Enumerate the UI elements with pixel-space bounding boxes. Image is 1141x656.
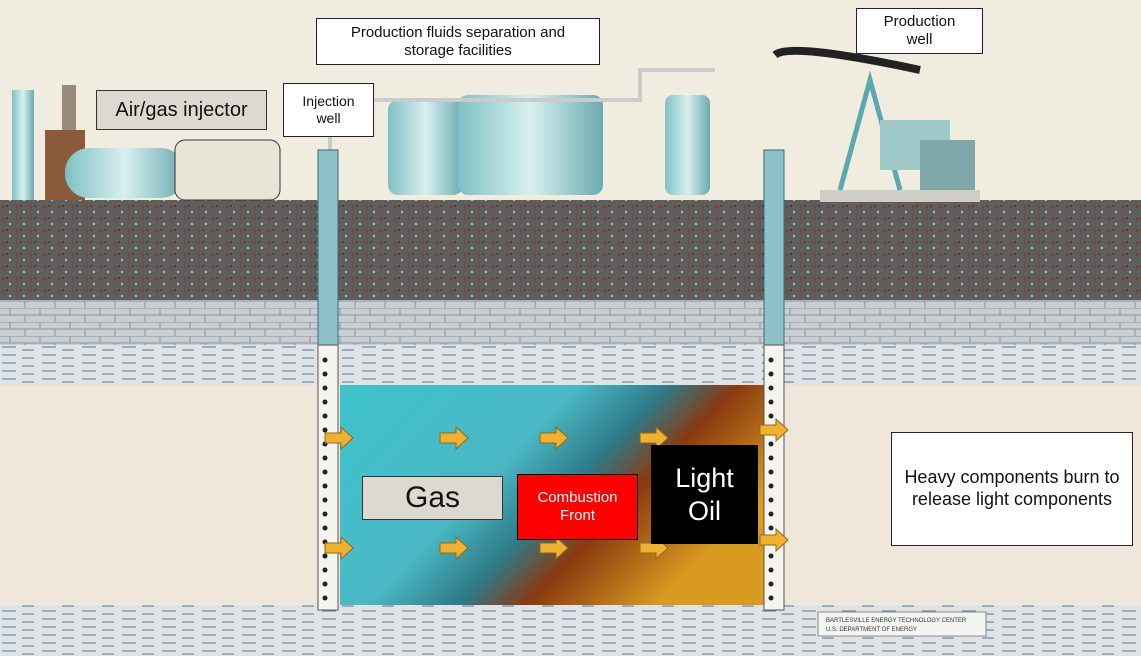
perforation xyxy=(322,581,328,587)
perforation xyxy=(768,455,774,461)
air-gas-injector-label: Air/gas injector xyxy=(96,90,267,130)
perforation xyxy=(768,511,774,517)
credit-line-1: BARTLESVILLE ENERGY TECHNOLOGY CENTER xyxy=(826,618,967,624)
perforation xyxy=(322,427,328,433)
flow-arrow-icon xyxy=(759,527,789,553)
perforation xyxy=(322,595,328,601)
perforation xyxy=(322,385,328,391)
perforation xyxy=(768,483,774,489)
perforation xyxy=(322,567,328,573)
perforation xyxy=(768,595,774,601)
perforation xyxy=(322,357,328,363)
gas-label: Gas xyxy=(362,476,503,520)
perforation xyxy=(322,399,328,405)
production-facilities-label: Production fluids separation and storage… xyxy=(316,18,600,65)
combustion-front-label: Combustion Front xyxy=(517,474,638,540)
perforation xyxy=(768,385,774,391)
shale-layer xyxy=(0,345,1141,385)
flow-arrow-icon xyxy=(639,425,669,451)
flow-arrow-icon xyxy=(539,425,569,451)
flow-arrow-icon xyxy=(439,535,469,561)
perforation xyxy=(322,469,328,475)
perforation xyxy=(768,525,774,531)
perforation xyxy=(768,399,774,405)
perforation xyxy=(768,581,774,587)
perforation xyxy=(768,553,774,559)
perforation xyxy=(322,511,328,517)
perforation xyxy=(768,371,774,377)
injection-well-label: Injection well xyxy=(283,83,374,137)
light-oil-label: Light Oil xyxy=(651,445,758,544)
perforation xyxy=(322,455,328,461)
credit-line-2: U.S. DEPARTMENT OF ENERGY xyxy=(826,627,917,633)
perforation xyxy=(322,413,328,419)
flow-arrow-icon xyxy=(324,425,354,451)
perforation xyxy=(322,525,328,531)
gravel-layer xyxy=(0,200,1141,300)
flow-arrow-icon xyxy=(759,417,789,443)
perforation xyxy=(768,567,774,573)
limestone-layer xyxy=(0,300,1141,345)
production-well-label: Production well xyxy=(856,8,983,54)
flow-arrow-icon xyxy=(539,535,569,561)
perforation xyxy=(322,483,328,489)
surface-equipment xyxy=(12,46,980,202)
perforation xyxy=(768,497,774,503)
perforation xyxy=(322,371,328,377)
flow-arrow-icon xyxy=(439,425,469,451)
heavy-components-label: Heavy components burn to release light c… xyxy=(891,432,1133,546)
flow-arrow-icon xyxy=(324,535,354,561)
perforation xyxy=(768,413,774,419)
perforation xyxy=(768,469,774,475)
perforation xyxy=(768,357,774,363)
perforation xyxy=(322,497,328,503)
perforation xyxy=(768,441,774,447)
perforation xyxy=(322,553,328,559)
